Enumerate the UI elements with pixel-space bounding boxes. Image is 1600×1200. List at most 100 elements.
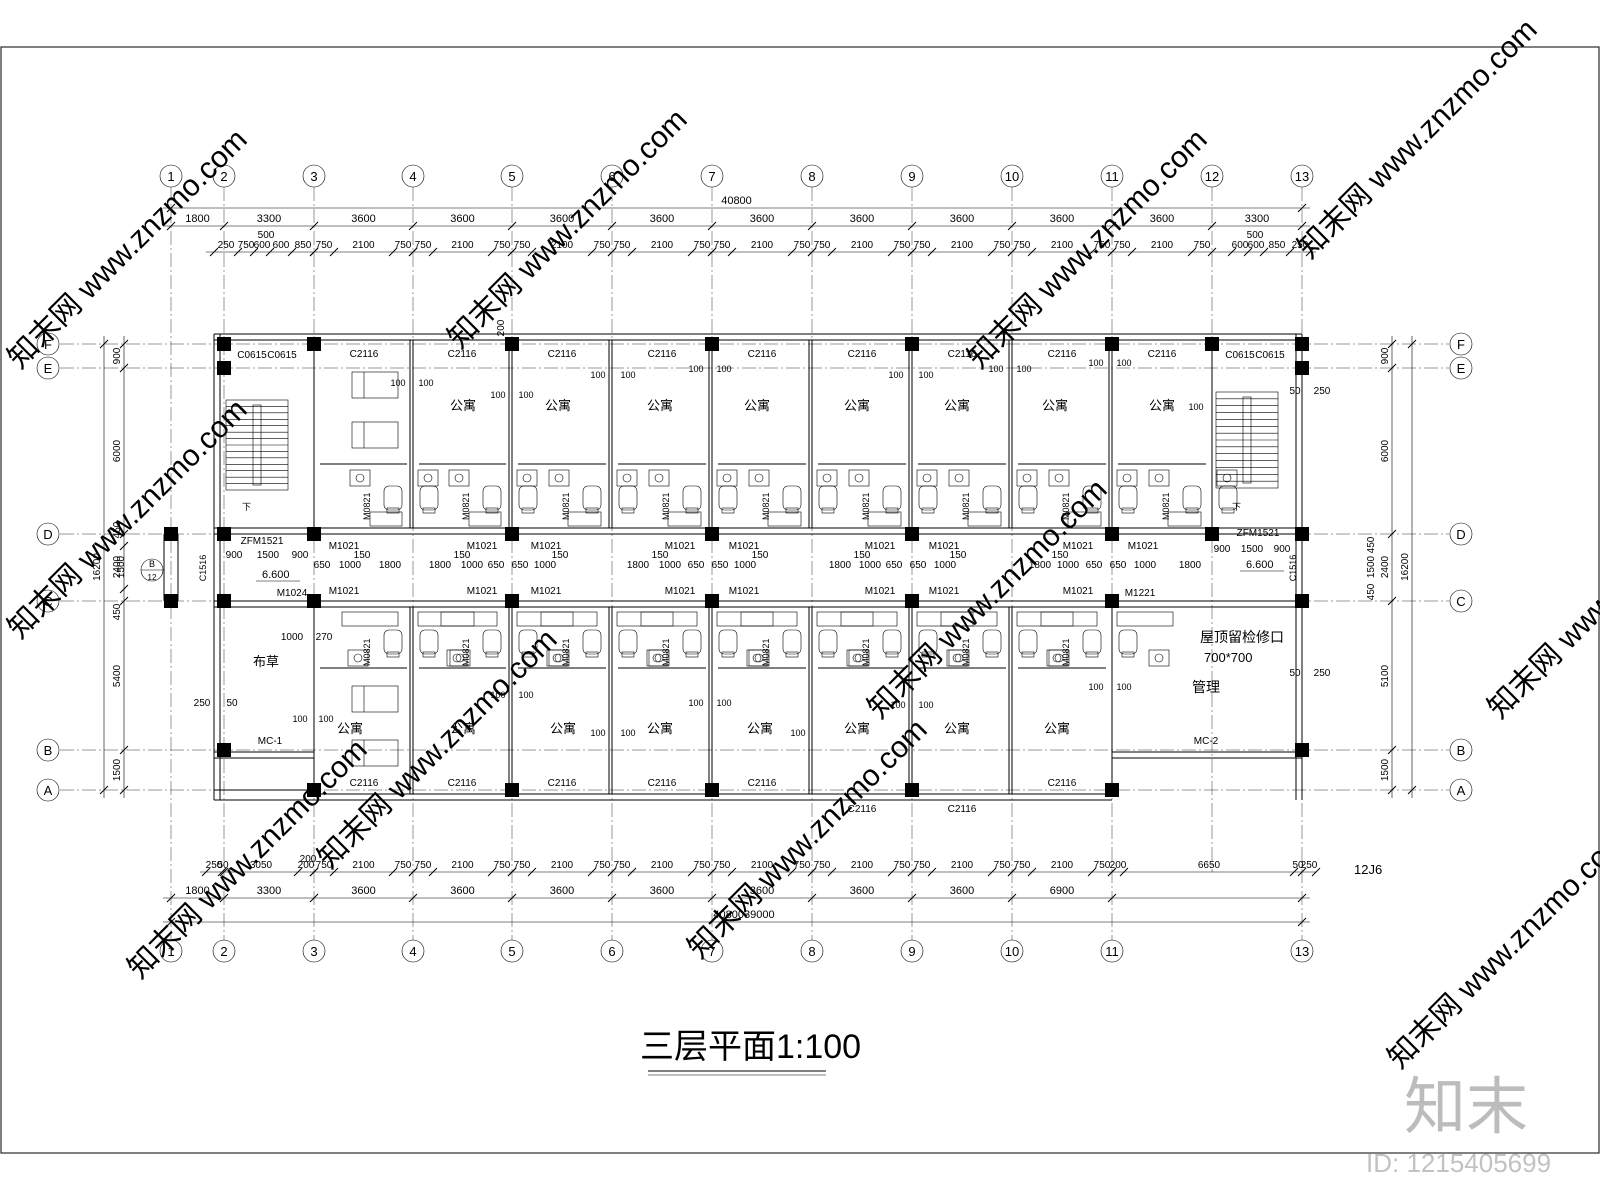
wall-thickness-label: 100	[1116, 358, 1131, 368]
bath-lower-r-basin	[954, 653, 964, 663]
dim-bottom-axes-tick	[1107, 893, 1117, 903]
dim-top-detail-tick	[827, 247, 837, 257]
axis-label-right-D: D	[1456, 527, 1465, 542]
dim-right-rows-label: 1500	[1380, 758, 1391, 781]
dim-top-detail-label: 750	[415, 240, 432, 251]
dim-top-axes-tick	[309, 221, 319, 231]
dim-bottom-total-label: 4080039000	[713, 909, 774, 921]
dim-right-rows-tick	[1387, 529, 1397, 539]
axis-label-left-C: C	[43, 594, 52, 609]
corridor-dim: 150	[950, 550, 967, 561]
door-label-room: M1021	[665, 586, 696, 597]
dim-bottom-detail-tick	[217, 867, 227, 877]
bath-upper-l-toilet	[982, 485, 1002, 511]
bath-upper-r-tank	[921, 507, 935, 514]
axis-bubble-right-E	[1449, 356, 1473, 380]
dim-top-detail-tick	[1127, 247, 1137, 257]
bath-lower-l-tank	[985, 651, 999, 658]
bath-lower-r-toilet	[718, 629, 738, 655]
axis-label-top-3: 3	[310, 169, 317, 184]
bath-lower-l-toilet	[1082, 629, 1102, 655]
dim-bottom-detail-tick	[527, 867, 537, 877]
room-label-apartment: 公寓	[1042, 398, 1068, 413]
bath-lower-l-sink	[446, 649, 468, 667]
structural-column	[1295, 594, 1309, 608]
bath-upper-l-shower	[369, 511, 403, 527]
dim-top-detail-label: 750	[316, 240, 333, 251]
lawn-dim: 270	[316, 632, 333, 643]
bath-door-label: M0821	[761, 492, 771, 520]
structural-column	[164, 527, 178, 541]
window-label-top: C2116	[848, 349, 877, 360]
corridor-dim: 1800	[429, 560, 452, 571]
bath-door-label: M0821	[561, 638, 571, 666]
dim-left-rows-label: 6000	[112, 439, 123, 462]
dim-left-rows-tick	[119, 584, 129, 594]
dim-top-detail-tick	[233, 247, 243, 257]
dim-bottom-detail-tick	[309, 867, 319, 877]
stair-down-label: 下	[1232, 502, 1241, 512]
door-label-room: M1021	[467, 541, 498, 552]
dim-top-detail-tick	[1007, 247, 1017, 257]
structural-column	[705, 337, 719, 351]
dim-top-detail-tick	[487, 247, 497, 257]
room-label-apartment: 公寓	[337, 721, 363, 736]
door-label-room: M1021	[929, 586, 960, 597]
dim-bottom-detail-label: 750	[514, 860, 531, 871]
bath-lower-r-basin	[1054, 653, 1064, 663]
dim-top-axes-tick	[707, 221, 717, 231]
bath-lower-r-tank	[422, 651, 436, 658]
bath-lower-l-toilet	[383, 629, 403, 655]
room-label-apartment: 公寓	[550, 721, 576, 736]
bath-upper-l-sink	[1048, 469, 1070, 487]
dim-bottom-detail-tick	[1107, 867, 1117, 877]
dim-bottom-total-tick	[1297, 917, 1307, 927]
bath-lower-l-toilet	[682, 629, 702, 655]
wall-thickness-label: 100	[518, 690, 533, 700]
dim-bottom-detail-label: 750	[494, 860, 511, 871]
axis-label-bottom-6: 6	[608, 944, 615, 959]
dim-bottom-detail-label: 2100	[751, 860, 774, 871]
bath-upper-l-shower	[567, 511, 602, 527]
dim-left-rows-tick	[119, 541, 129, 551]
dim-top-detail-tick	[607, 247, 617, 257]
door-label-mc1: MC-1	[258, 736, 283, 747]
stair-down-label: 下	[242, 502, 251, 512]
wall-thickness-label: 100	[490, 390, 505, 400]
window-label-bottom: C2116	[748, 778, 777, 789]
dim-bottom-detail-label: 750	[1014, 860, 1031, 871]
structural-column	[1105, 337, 1119, 351]
structural-column	[505, 594, 519, 608]
dim-bottom-total-tick	[166, 917, 176, 927]
bath-lower-r-tank	[621, 651, 635, 658]
dim-bottom-axes-label: 3600	[750, 885, 774, 897]
corridor-dim: 150	[652, 550, 669, 561]
axis-label-top-12: 12	[1205, 169, 1219, 184]
axis-label-left-B: B	[44, 743, 53, 758]
bath-upper-r-sink	[516, 469, 538, 487]
dim-bottom-detail-tick	[1289, 867, 1299, 877]
axis-label-right-B: B	[1457, 743, 1466, 758]
dim-bottom-axes-tick	[507, 893, 517, 903]
structural-column	[1295, 527, 1309, 541]
axis-bubble-top-9	[900, 164, 924, 188]
door-label-room: M1021	[729, 586, 760, 597]
dim-left-rows-label: 5400	[112, 664, 123, 687]
bath-lower-l-basin	[452, 653, 462, 663]
dim-top-detail-label: 750	[994, 240, 1011, 251]
dim-bottom-detail-label: 6650	[1198, 860, 1221, 871]
dim-bottom-axes-label: 3600	[950, 885, 974, 897]
axis-label-bottom-3: 3	[310, 944, 317, 959]
dim-bottom-detail-tick	[1087, 867, 1097, 877]
dim-right-rows-tick	[1387, 745, 1397, 755]
bath-upper-l-basin	[554, 473, 564, 483]
corridor-dim: 1800	[627, 560, 650, 571]
bath-upper-l-shower	[967, 511, 1002, 527]
bath-upper-l-sink	[748, 469, 770, 487]
dim-bottom-detail-tick	[388, 867, 398, 877]
bath-lower-l-tank	[785, 651, 799, 658]
wall-thickness-label: 100	[518, 390, 533, 400]
bath-lower-l-basin	[652, 653, 662, 663]
window-label-top: C2116	[1148, 349, 1177, 360]
bath-upper-r-toilet	[419, 485, 439, 511]
